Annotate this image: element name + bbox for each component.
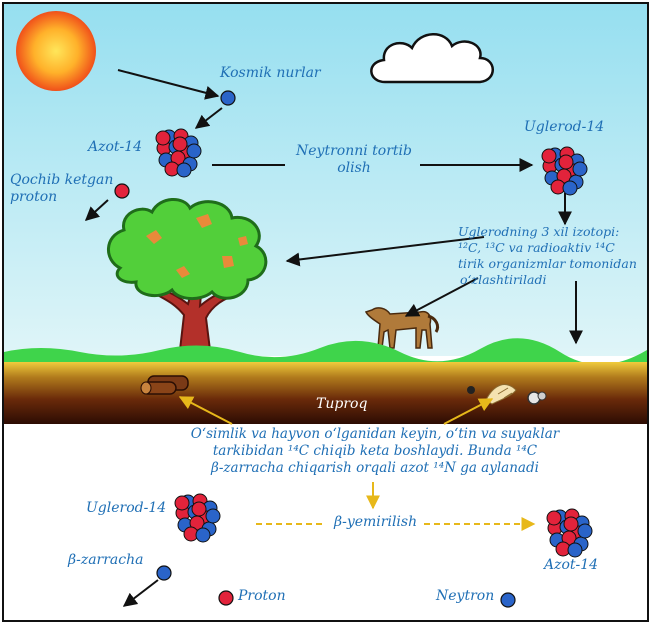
nucleus-carbon14-top — [541, 146, 588, 196]
legend-neutron-icon — [500, 592, 516, 608]
proton-13 — [558, 154, 574, 170]
label-soil: Tuproq — [316, 396, 368, 412]
arrow-to-tree — [285, 236, 485, 267]
arrow-sun-to-cosmic-ray — [117, 69, 220, 100]
label-isotopes-line3: tirik organizmlar tomonidan — [458, 256, 637, 271]
neutron-12 — [205, 508, 221, 524]
neutron-12 — [572, 161, 588, 177]
neutron-12 — [186, 143, 202, 159]
nucleus-nitrogen14-top — [155, 128, 202, 178]
label-decay-line2: tarkibidan ¹⁴C chiqib keta boshlaydi. Bu… — [212, 443, 538, 459]
neutron-10 — [195, 527, 211, 543]
proton-11 — [541, 148, 557, 164]
legend-proton-label: Proton — [238, 588, 286, 604]
neutron-10 — [562, 180, 578, 196]
neutron-10 — [176, 162, 192, 178]
label-escaped-proton-line1: Qochib ketgan — [10, 172, 114, 188]
bones-icon — [467, 384, 547, 405]
label-decay-line3: β-zarracha chiqarish orqali azot ¹⁴N ga … — [211, 460, 539, 476]
label-escaped-proton-line2: proton — [10, 189, 58, 205]
arrow-beta-particle — [122, 579, 159, 607]
sun-icon — [16, 11, 96, 91]
decay-arrows — [178, 396, 536, 531]
proton-11 — [155, 130, 171, 146]
grass — [4, 338, 647, 365]
proton-13 — [172, 136, 188, 152]
label-nitrogen14-bottom: Azot-14 — [544, 557, 599, 573]
horse-icon — [364, 307, 440, 349]
label-isotopes: Uglerodning 3 xil izotopi: ¹²C, ¹³C va r… — [458, 224, 637, 288]
label-decay-line1: O‘simlik va hayvon o‘lganidan keyin, o‘t… — [190, 426, 560, 442]
soil-layer — [4, 362, 647, 424]
process-arrows — [84, 69, 583, 607]
arrow-decay-to-logs — [178, 396, 233, 425]
proton-13 — [563, 516, 579, 532]
arrow-to-horse — [404, 277, 479, 317]
particles — [114, 90, 593, 608]
logs-icon — [140, 375, 189, 395]
cosmic-ray-neutron — [220, 90, 236, 106]
neutron-10 — [567, 542, 583, 558]
tree-icon — [107, 198, 268, 351]
label-neutron-capture: Neytronni tortib olish — [290, 143, 418, 177]
sky — [4, 4, 647, 356]
arrow-decay-to-bones — [443, 398, 494, 425]
neutron-12 — [577, 523, 593, 539]
label-carbon14-bottom: Uglerod-14 — [86, 500, 167, 516]
nucleus-carbon14-bottom — [174, 493, 221, 543]
label-beta-particle: β-zarracha — [68, 552, 144, 568]
legend-neutron-label: Neytron — [436, 588, 495, 604]
label-isotopes-line1: Uglerodning 3 xil izotopi: — [458, 224, 620, 239]
proton-11 — [546, 510, 562, 526]
cloud-icon — [370, 33, 494, 84]
label-escaped-proton: Qochib ketgan proton — [10, 172, 113, 206]
nucleus-nitrogen14-bottom — [546, 508, 593, 558]
label-cosmic-rays: Kosmik nurlar — [220, 65, 321, 81]
label-neutron-capture-line2: olish — [337, 160, 371, 176]
label-decay-description: O‘simlik va hayvon o‘lganidan keyin, o‘t… — [140, 426, 610, 477]
label-neutron-capture-line1: Neytronni tortib — [296, 143, 412, 159]
legend-proton-icon — [218, 590, 234, 606]
proton-11 — [174, 495, 190, 511]
beta-particle — [156, 565, 172, 581]
label-beta-decay: β-yemirilish — [334, 514, 418, 530]
arrow-cosmic-ray-to-nitrogen — [194, 107, 223, 129]
label-isotopes-line2: ¹²C, ¹³C va radioaktiv ¹⁴C — [458, 240, 615, 255]
proton-13 — [191, 501, 207, 517]
label-carbon14-top: Uglerod-14 — [524, 119, 605, 135]
label-isotopes-line4: o‘zlashtiriladi — [460, 272, 547, 287]
arrow-proton-escape — [84, 199, 109, 221]
escaped-proton — [114, 183, 130, 199]
label-nitrogen14-top: Azot-14 — [88, 139, 143, 155]
